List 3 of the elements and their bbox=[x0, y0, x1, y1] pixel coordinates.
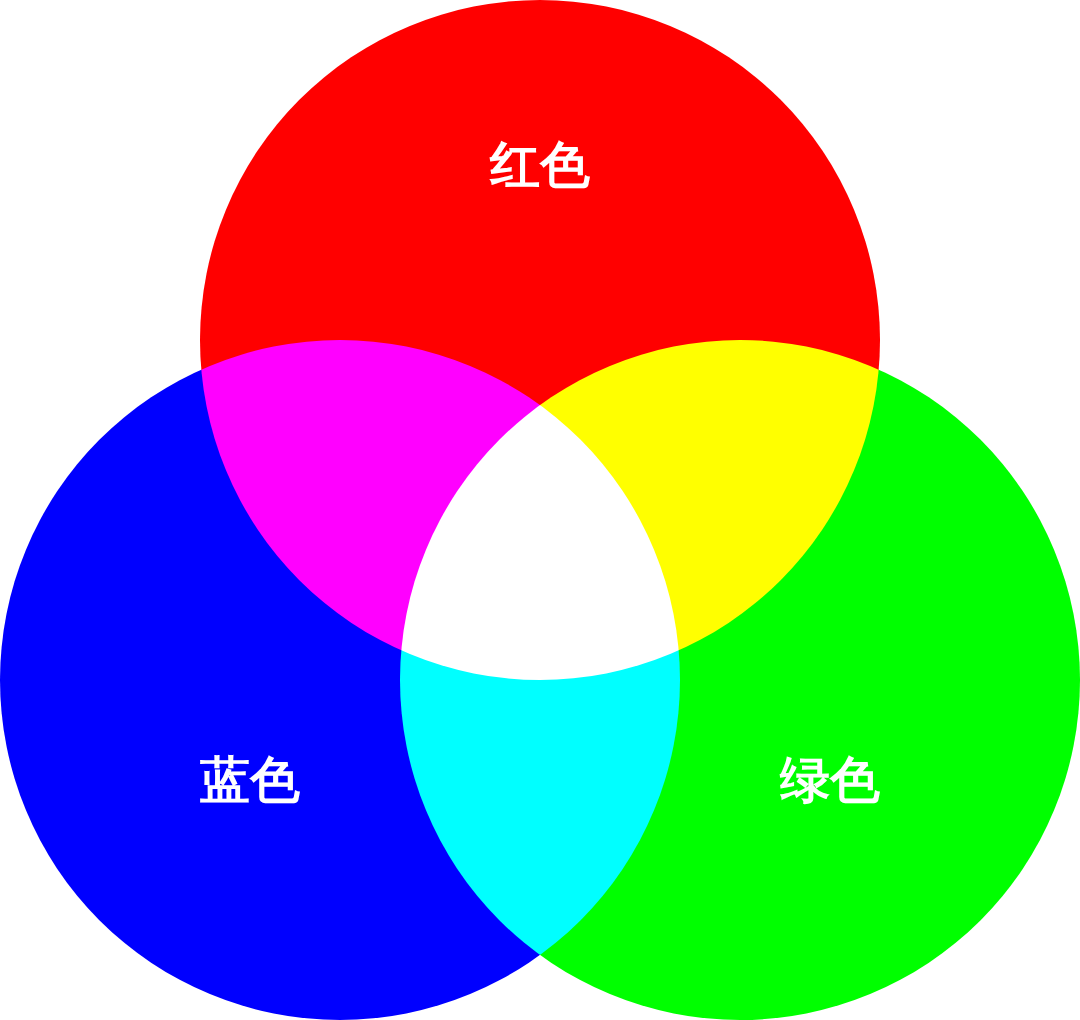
color-label: 蓝色 bbox=[200, 755, 300, 805]
color-label: 绿色 bbox=[780, 755, 880, 805]
color-label: 红色 bbox=[490, 140, 590, 190]
